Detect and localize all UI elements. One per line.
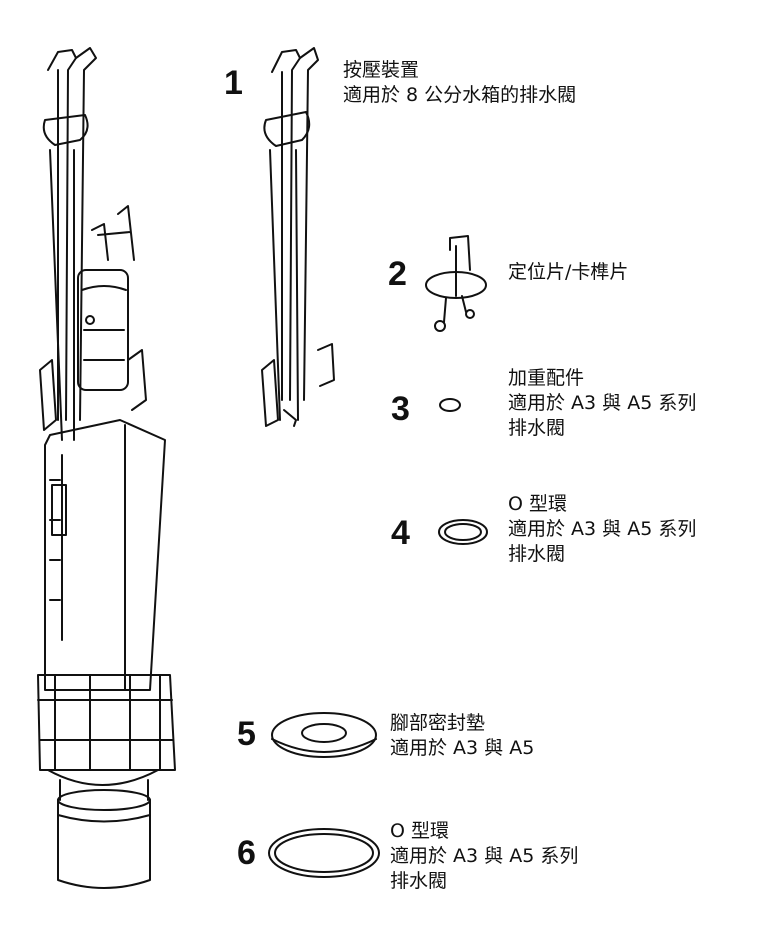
part-note-line: 排水閥 xyxy=(508,543,566,565)
part-note-line: 適用於 8 公分水箱的排水閥 xyxy=(343,84,577,106)
part-label-1: 按壓裝置 適用於 8 公分水箱的排水閥 xyxy=(343,58,576,108)
part-number-2: 2 xyxy=(388,255,407,293)
part-number-4: 4 xyxy=(391,514,410,552)
part-6-o-ring xyxy=(268,828,380,878)
part-1-push-mechanism xyxy=(261,47,335,427)
part-3-weight xyxy=(439,398,461,412)
part-label-3: 加重配件 適用於 A3 與 A5 系列 排水閥 xyxy=(508,366,696,441)
part-note-line: 適用於 A3 與 A5 系列 xyxy=(390,845,579,867)
part-title: 按壓裝置 xyxy=(343,59,420,81)
part-2-clip xyxy=(425,235,487,332)
part-title: O 型環 xyxy=(508,493,567,515)
part-label-6: O 型環 適用於 A3 與 A5 系列 排水閥 xyxy=(390,819,578,894)
part-4-o-ring xyxy=(438,519,488,545)
part-label-4: O 型環 適用於 A3 與 A5 系列 排水閥 xyxy=(508,492,696,567)
part-title: 腳部密封墊 xyxy=(390,712,486,734)
part-number-1: 1 xyxy=(224,64,243,102)
part-title: 加重配件 xyxy=(508,367,585,389)
part-number-6: 6 xyxy=(237,834,256,872)
part-note-line: 排水閥 xyxy=(390,870,448,892)
part-number-3: 3 xyxy=(391,390,410,428)
part-note-line: 適用於 A3 與 A5 系列 xyxy=(508,518,697,540)
part-title: 定位片/卡榫片 xyxy=(508,261,629,283)
part-5-foot-seal xyxy=(271,712,377,758)
part-note-line: 適用於 A3 與 A5 系列 xyxy=(508,392,697,414)
part-label-5: 腳部密封墊 適用於 A3 與 A5 xyxy=(390,711,534,761)
part-note-line: 適用於 A3 與 A5 xyxy=(390,737,535,759)
part-note-line: 排水閥 xyxy=(508,417,566,439)
drain-valve-assembly xyxy=(37,47,176,889)
part-number-5: 5 xyxy=(237,715,256,753)
part-label-2: 定位片/卡榫片 xyxy=(508,260,628,285)
part-title: O 型環 xyxy=(390,820,449,842)
